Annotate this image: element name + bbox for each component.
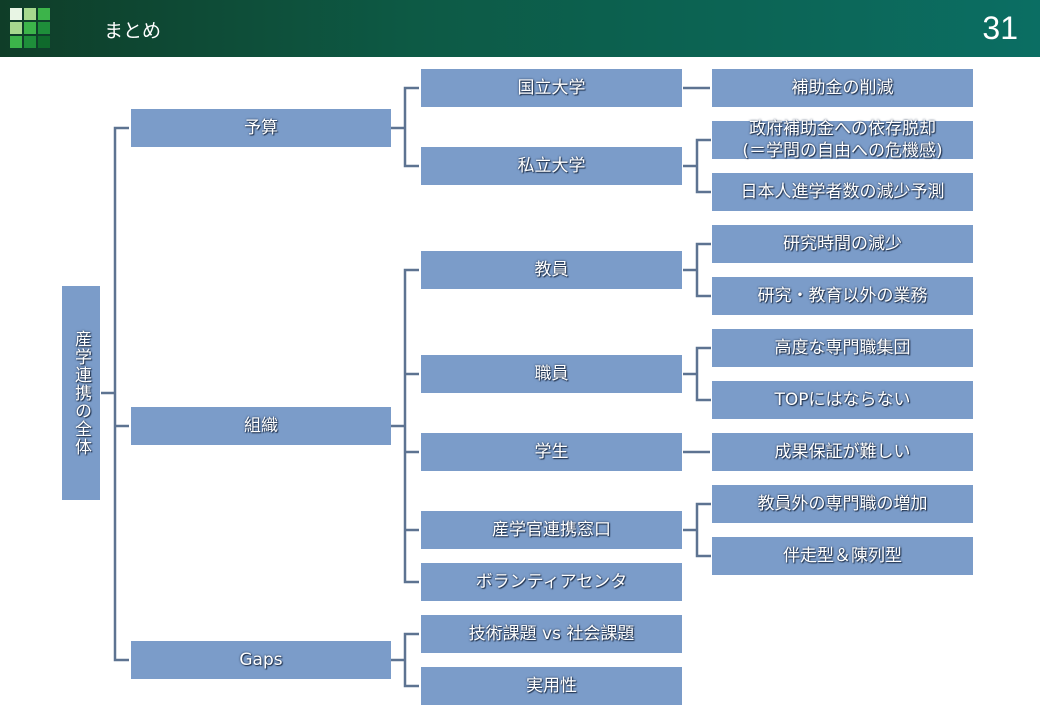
non-faculty-specialists-node: 教員外の専門職の増加 — [712, 485, 973, 523]
logo-grid-icon — [10, 8, 50, 48]
research-time-decrease-node: 研究時間の減少 — [712, 225, 973, 263]
gap-tech-vs-social-node: 技術課題 vs 社会課題 — [421, 615, 682, 653]
volunteer-node: ボランティアセンタ — [421, 563, 682, 601]
liaison-node: 産学官連携窓口 — [421, 511, 682, 549]
not-top-node: TOPにはならない — [712, 381, 973, 419]
enrollment-decline-node: 日本人進学者数の減少予測 — [712, 173, 973, 211]
page-number: 31 — [982, 10, 1018, 46]
outcome-guarantee-node: 成果保証が難しい — [712, 433, 973, 471]
national-univ-node: 国立大学 — [421, 69, 682, 107]
gap-practicality-node: 実用性 — [421, 667, 682, 705]
accompany-display-node: 伴走型＆陳列型 — [712, 537, 973, 575]
expert-group-node: 高度な専門職集団 — [712, 329, 973, 367]
subsidy-independence-line1: 政府補助金への依存脱却 — [749, 119, 936, 139]
budget-node: 予算 — [131, 109, 391, 147]
students-node: 学生 — [421, 433, 682, 471]
non-research-duties-node: 研究・教育以外の業務 — [712, 277, 973, 315]
subsidy-independence-line2: (＝学問の自由への危機感) — [742, 141, 943, 161]
staff-node: 職員 — [421, 355, 682, 393]
slide-title: まとめ — [104, 20, 162, 42]
gaps-node: Gaps — [131, 641, 391, 679]
root-node: 産学連携の全体 — [62, 286, 100, 500]
organization-node: 組織 — [131, 407, 391, 445]
subsidy-independence-node: 政府補助金への依存脱却 (＝学問の自由への危機感) — [712, 119, 973, 161]
header-bar: まとめ 31 — [0, 0, 1040, 57]
faculty-node: 教員 — [421, 251, 682, 289]
subsidy-cut-node: 補助金の削減 — [712, 69, 973, 107]
private-univ-node: 私立大学 — [421, 147, 682, 185]
